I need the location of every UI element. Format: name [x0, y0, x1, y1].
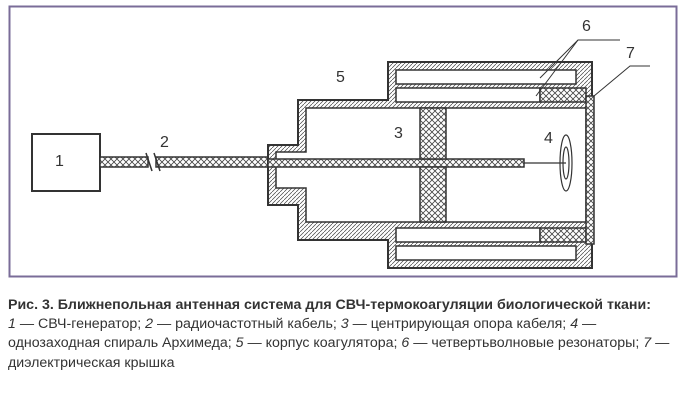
legend-item: 7 — диэлектрическая крышка [8, 335, 670, 371]
legend-item: 5 — корпус коагулятора; [235, 335, 402, 352]
archimedes-spiral [524, 134, 573, 192]
legend-item: 2 — радиочастотный кабель; [145, 316, 341, 333]
label-generator: 1 [55, 153, 64, 170]
quarter-wave-resonators [395, 69, 587, 261]
label-spiral: 4 [544, 130, 553, 147]
antenna-system-diagram: 1 2 3 4 5 6 7 [8, 5, 678, 278]
legend-item: 6 — четвертьволновые резонаторы; [401, 335, 644, 352]
label-housing: 5 [336, 69, 345, 86]
cable-centring-support [419, 107, 447, 223]
leader-lines [535, 39, 650, 97]
label-support: 3 [394, 125, 403, 142]
legend-item: 3 — центрирующая опора кабеля; [340, 316, 571, 333]
legend-item: 4 — однозаходная спираль Архимеда; [8, 316, 597, 352]
dielectric-cover [585, 95, 595, 245]
figure-frame [8, 5, 678, 278]
label-cover: 7 [626, 45, 635, 62]
label-cable: 2 [160, 134, 169, 151]
caption-legend: 1 — СВЧ-генератор; 2 — радиочастотный ка… [8, 315, 680, 373]
figure-caption: Рис. 3. Ближнепольная антенная система д… [8, 296, 680, 373]
generator-block [31, 133, 101, 192]
legend-item: 1 — СВЧ-генератор; [8, 316, 146, 333]
inner-conductor [267, 158, 525, 168]
label-resonators: 6 [582, 18, 591, 35]
rf-cable [99, 152, 271, 172]
caption-title: Рис. 3. Ближнепольная антенная система д… [8, 297, 651, 313]
